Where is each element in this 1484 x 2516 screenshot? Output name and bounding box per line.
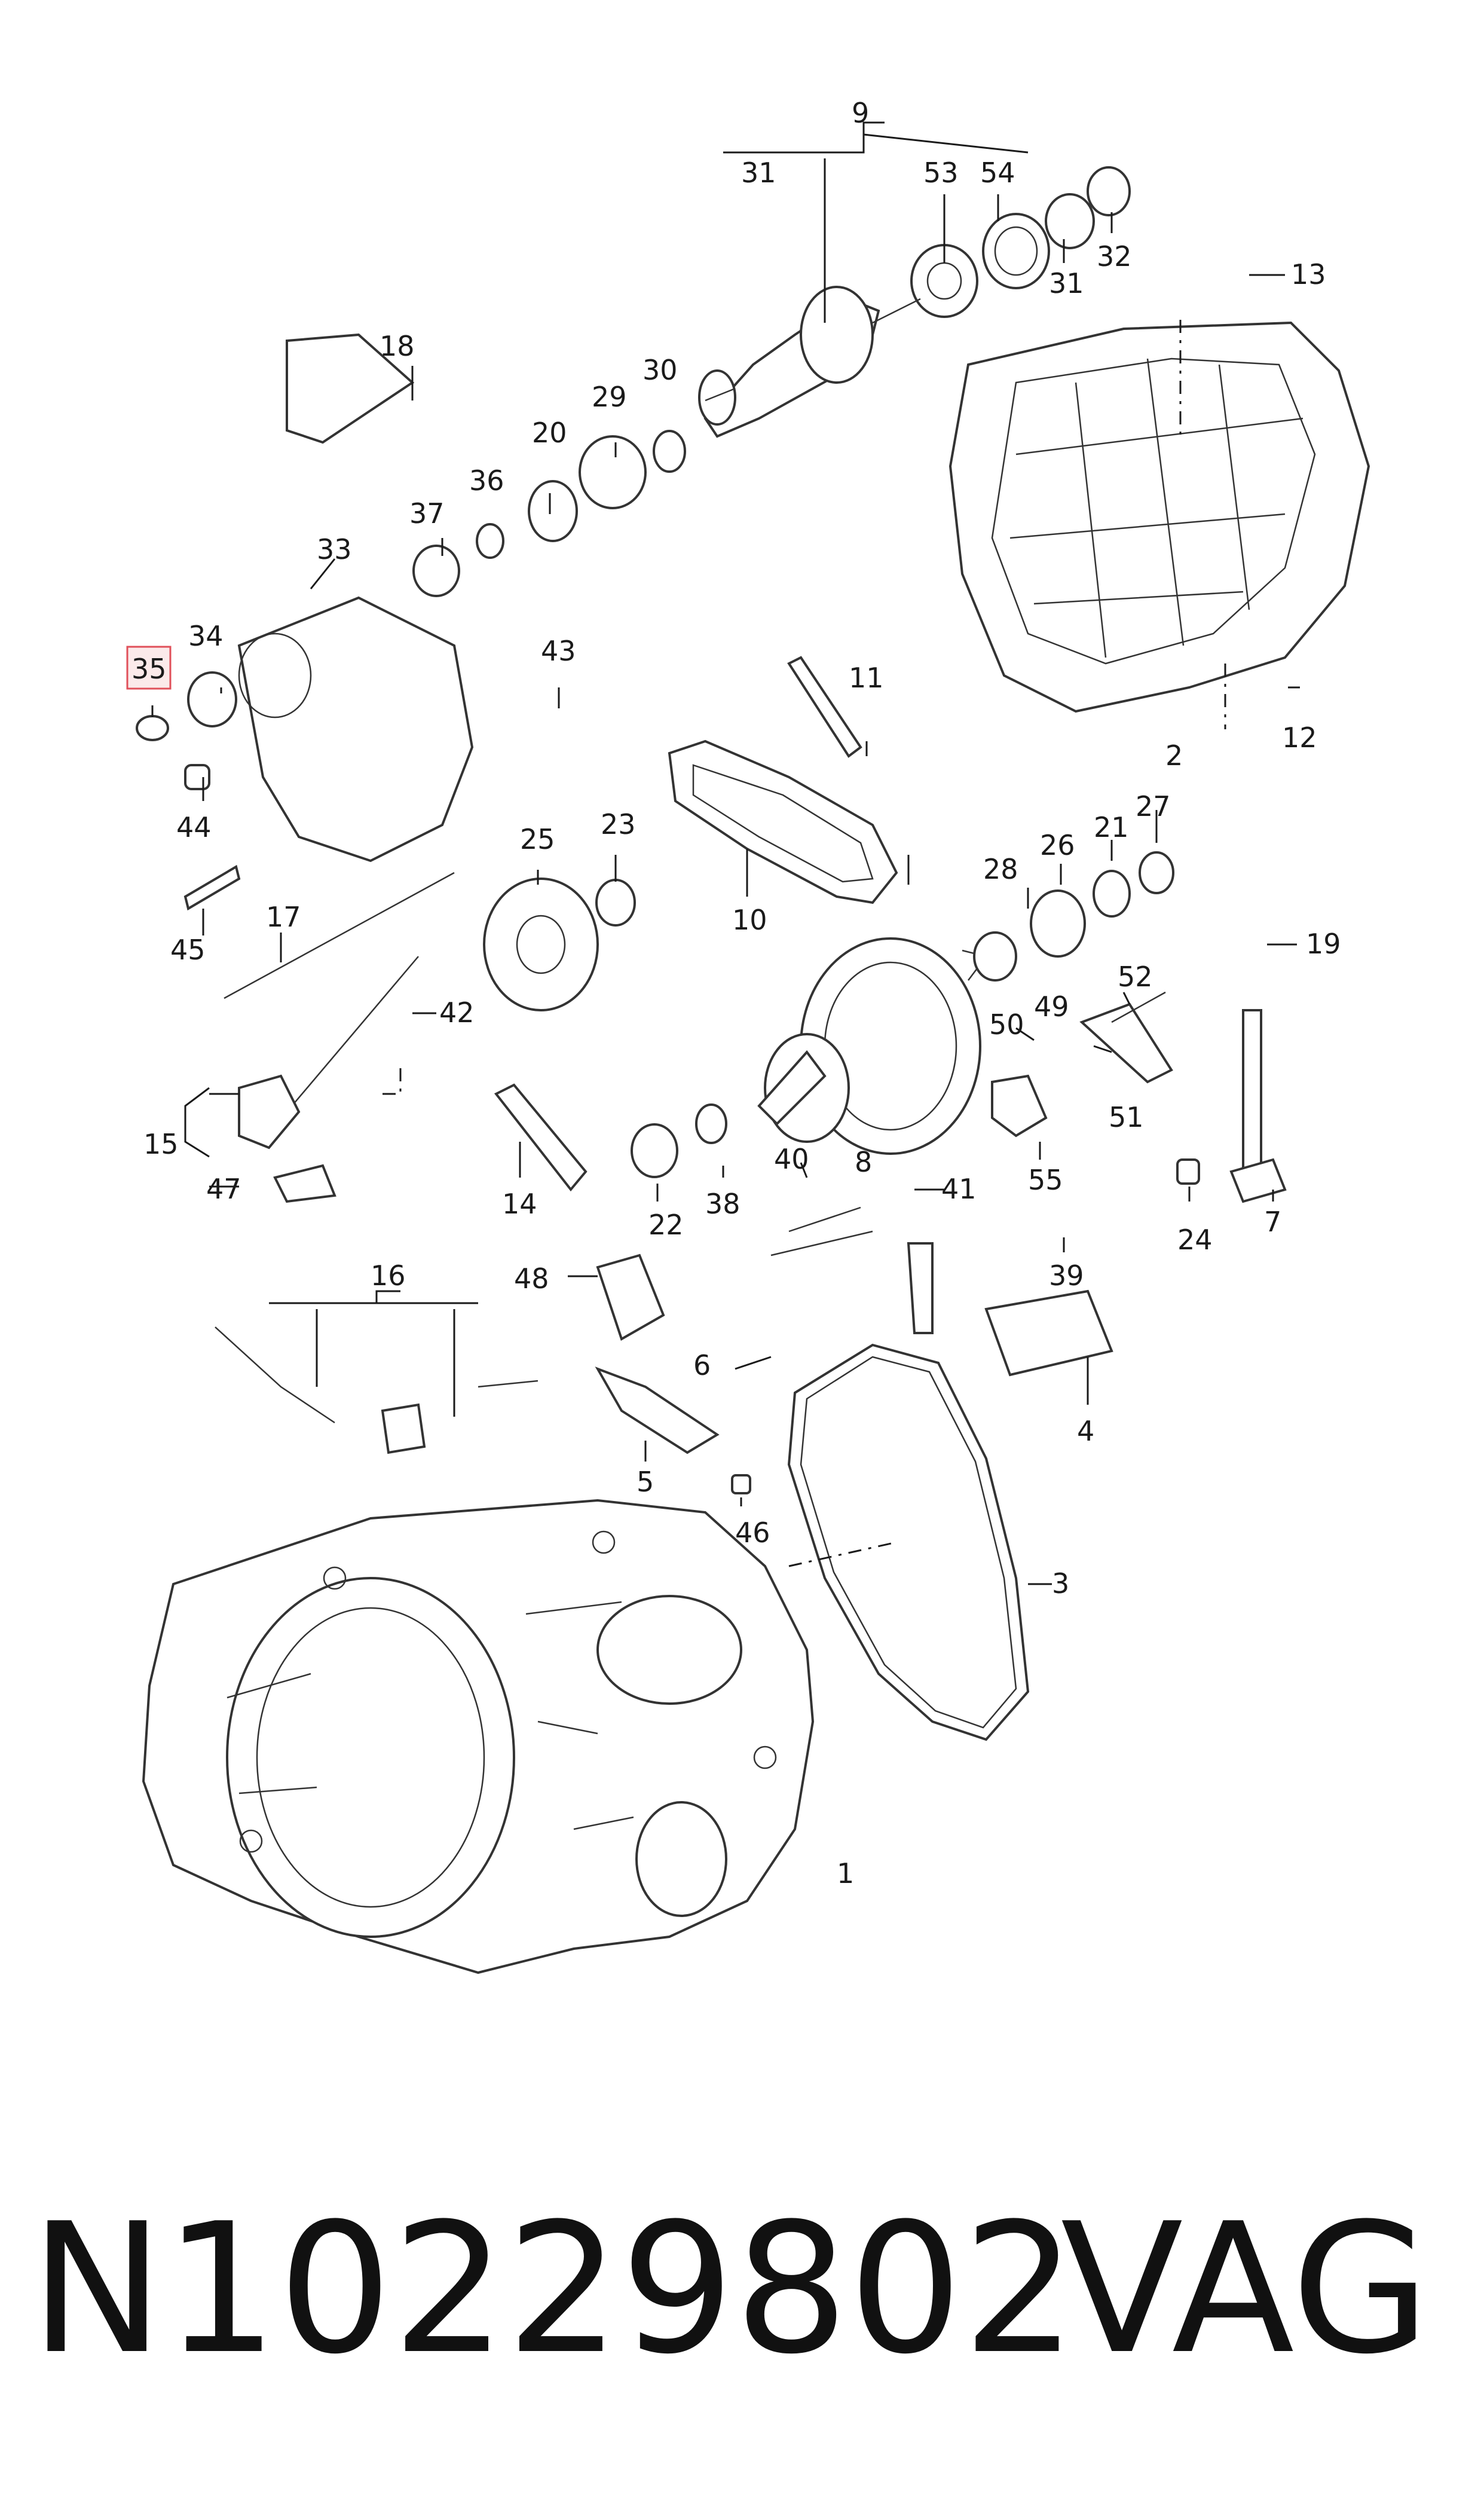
callout-32: 32	[1097, 240, 1132, 273]
callout-21: 21	[1094, 811, 1129, 843]
callout-6: 6	[693, 1349, 711, 1381]
callout-28: 28	[983, 853, 1018, 885]
output-flange-drawing	[757, 937, 988, 1155]
callout-labels: 1 2 3 4 5 6 7 8 9 10 11 12 13 14 15 16 1…	[131, 97, 1341, 1890]
callout-17: 17	[266, 901, 301, 933]
callout-40: 40	[774, 1143, 809, 1175]
drive-chain-drawing	[668, 739, 898, 904]
callout-41: 41	[941, 1173, 977, 1205]
callout-43: 43	[541, 635, 576, 667]
callout-23: 23	[601, 808, 636, 840]
callout-54: 54	[980, 157, 1015, 189]
callout-35-highlight-box	[126, 646, 172, 690]
callout-35: 35	[131, 653, 167, 685]
callout-42: 42	[439, 996, 475, 1029]
callout-13: 13	[1291, 258, 1326, 291]
callout-39: 39	[1049, 1259, 1084, 1292]
callout-33: 33	[317, 533, 352, 565]
callout-25: 25	[520, 823, 555, 855]
callout-31-ring: 31	[1049, 267, 1084, 299]
callout-49: 49	[1034, 990, 1069, 1023]
callout-5: 5	[637, 1466, 654, 1498]
callout-24: 24	[1177, 1224, 1213, 1256]
brand-text: VAG	[1060, 2185, 1430, 2393]
callout-55: 55	[1028, 1164, 1063, 1196]
callout-47: 47	[206, 1173, 241, 1205]
small-parts-drawing	[136, 333, 1287, 1494]
callout-19: 19	[1306, 928, 1341, 960]
callout-30: 30	[642, 354, 678, 386]
callout-48: 48	[514, 1262, 549, 1295]
callout-26: 26	[1040, 829, 1075, 861]
gearbox-housing-drawing	[142, 1499, 815, 1974]
callout-36: 36	[469, 464, 504, 497]
callout-7: 7	[1264, 1206, 1281, 1238]
callout-18: 18	[380, 330, 415, 362]
callout-3: 3	[1052, 1567, 1069, 1600]
callout-38: 38	[705, 1188, 741, 1220]
callout-2: 2	[1165, 739, 1183, 772]
callout-15: 15	[143, 1128, 179, 1160]
callout-9: 9	[852, 97, 869, 129]
callout-8: 8	[855, 1146, 872, 1178]
callout-44: 44	[176, 811, 212, 843]
callout-16: 16	[371, 1259, 406, 1292]
callout-27: 27	[1136, 790, 1171, 823]
callout-37: 37	[409, 497, 445, 530]
clutch-housing-drawing	[948, 321, 1370, 713]
callout-46: 46	[735, 1517, 770, 1549]
callout-31-top: 31	[741, 157, 776, 189]
callout-4: 4	[1077, 1415, 1094, 1447]
callout-52: 52	[1118, 961, 1153, 993]
callout-20: 20	[532, 417, 567, 449]
part-number-text: N10229802	[30, 2185, 1077, 2393]
callout-10: 10	[732, 904, 767, 936]
callout-45: 45	[170, 934, 206, 966]
leader-lines	[151, 121, 1300, 1585]
callout-11: 11	[849, 662, 884, 694]
callout-34: 34	[188, 620, 224, 652]
callout-53: 53	[923, 157, 959, 189]
callout-29: 29	[592, 381, 627, 413]
callout-50: 50	[989, 1008, 1024, 1041]
callout-14: 14	[502, 1188, 537, 1220]
callout-12: 12	[1282, 722, 1317, 754]
callout-22: 22	[648, 1209, 684, 1241]
callout-1: 1	[837, 1857, 854, 1890]
shaft-assembly-drawing	[698, 166, 1131, 438]
callout-51: 51	[1109, 1101, 1144, 1133]
